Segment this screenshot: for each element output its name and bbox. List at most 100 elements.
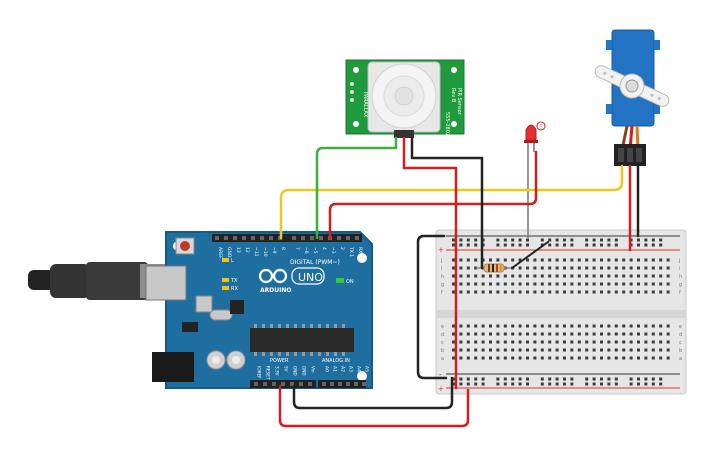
breadboard-hole[interactable] [622, 274, 626, 278]
breadboard-hole[interactable] [533, 258, 537, 262]
breadboard-hole[interactable] [540, 274, 544, 278]
breadboard-hole[interactable] [585, 266, 589, 270]
breadboard-hole[interactable] [511, 258, 515, 262]
rail-hole[interactable] [592, 243, 596, 247]
breadboard-hole[interactable] [503, 258, 507, 262]
breadboard-hole[interactable] [577, 348, 581, 352]
rail-hole[interactable] [600, 243, 603, 247]
breadboard-hole[interactable] [614, 332, 618, 336]
breadboard-hole[interactable] [452, 356, 455, 360]
breadboard-hole[interactable] [511, 332, 515, 336]
rail-hole[interactable] [548, 377, 552, 381]
rail-hole[interactable] [592, 382, 596, 386]
breadboard-hole[interactable] [474, 282, 478, 286]
breadboard-hole[interactable] [474, 274, 478, 278]
rail-hole[interactable] [600, 238, 603, 242]
breadboard-hole[interactable] [518, 274, 522, 278]
breadboard-hole[interactable] [526, 282, 529, 286]
breadboard-hole[interactable] [518, 356, 522, 360]
breadboard-hole[interactable] [651, 282, 655, 286]
breadboard-hole[interactable] [496, 324, 500, 328]
breadboard-hole[interactable] [466, 266, 470, 270]
breadboard-hole[interactable] [614, 282, 618, 286]
rail-hole[interactable] [503, 243, 507, 247]
rail-hole[interactable] [555, 238, 559, 242]
breadboard-hole[interactable] [592, 324, 596, 328]
breadboard-hole[interactable] [540, 356, 544, 360]
breadboard-hole[interactable] [518, 258, 522, 262]
rail-hole[interactable] [585, 238, 589, 242]
breadboard-hole[interactable] [459, 266, 463, 270]
breadboard-hole[interactable] [533, 332, 537, 336]
breadboard-hole[interactable] [622, 266, 626, 270]
breadboard-hole[interactable] [644, 348, 648, 352]
rail-hole[interactable] [540, 382, 544, 386]
breadboard-hole[interactable] [466, 324, 470, 328]
breadboard-hole[interactable] [659, 258, 663, 262]
pir-sensor[interactable]: PIR Sensor Rev B 555-28027 PARALLAX [345, 59, 465, 139]
breadboard-hole[interactable] [629, 348, 633, 352]
breadboard-hole[interactable] [592, 290, 596, 294]
breadboard-hole[interactable] [666, 332, 670, 336]
rail-hole[interactable] [474, 243, 478, 247]
resistor[interactable] [476, 263, 512, 273]
breadboard-hole[interactable] [563, 258, 566, 262]
breadboard-hole[interactable] [607, 348, 611, 352]
rail-hole[interactable] [511, 377, 515, 381]
breadboard-hole[interactable] [659, 282, 663, 286]
breadboard-hole[interactable] [600, 356, 603, 360]
rail-hole[interactable] [659, 243, 663, 247]
rail-hole[interactable] [526, 243, 529, 247]
breadboard-hole[interactable] [511, 324, 515, 328]
breadboard-hole[interactable] [570, 324, 574, 328]
breadboard-hole[interactable] [622, 332, 626, 336]
rail-hole[interactable] [585, 382, 589, 386]
rail-hole[interactable] [511, 243, 515, 247]
breadboard-hole[interactable] [466, 348, 470, 352]
breadboard-hole[interactable] [607, 282, 611, 286]
breadboard-hole[interactable] [548, 324, 552, 328]
breadboard-hole[interactable] [622, 282, 626, 286]
rail-hole[interactable] [548, 382, 552, 386]
breadboard-hole[interactable] [651, 348, 655, 352]
breadboard-hole[interactable] [622, 348, 626, 352]
rail-hole[interactable] [496, 238, 500, 242]
breadboard-hole[interactable] [503, 282, 507, 286]
breadboard-hole[interactable] [637, 332, 640, 336]
breadboard-hole[interactable] [644, 340, 648, 344]
breadboard-hole[interactable] [644, 274, 648, 278]
breadboard-hole[interactable] [474, 356, 478, 360]
breadboard-hole[interactable] [570, 356, 574, 360]
breadboard-hole[interactable] [629, 324, 633, 328]
rail-hole[interactable] [659, 377, 663, 381]
breadboard-hole[interactable] [474, 332, 478, 336]
breadboard-hole[interactable] [511, 340, 515, 344]
breadboard-hole[interactable] [459, 348, 463, 352]
breadboard-hole[interactable] [666, 348, 670, 352]
breadboard-hole[interactable] [503, 348, 507, 352]
breadboard-hole[interactable] [637, 282, 640, 286]
breadboard-hole[interactable] [489, 258, 492, 262]
rail-hole[interactable] [644, 382, 648, 386]
breadboard-hole[interactable] [481, 274, 485, 278]
rail-hole[interactable] [503, 382, 507, 386]
breadboard-hole[interactable] [466, 340, 470, 344]
breadboard-hole[interactable] [518, 266, 522, 270]
breadboard-hole[interactable] [644, 332, 648, 336]
breadboard-hole[interactable] [666, 258, 670, 262]
breadboard-hole[interactable] [474, 290, 478, 294]
breadboard-hole[interactable] [518, 348, 522, 352]
breadboard-hole[interactable] [659, 340, 663, 344]
breadboard-hole[interactable] [518, 290, 522, 294]
breadboard-hole[interactable] [555, 282, 559, 286]
breadboard-hole[interactable] [577, 274, 581, 278]
breadboard-hole[interactable] [622, 356, 626, 360]
rail-hole[interactable] [585, 377, 589, 381]
breadboard-hole[interactable] [555, 348, 559, 352]
breadboard-hole[interactable] [585, 332, 589, 336]
breadboard-hole[interactable] [555, 290, 559, 294]
breadboard-hole[interactable] [452, 324, 455, 328]
rail-hole[interactable] [607, 243, 611, 247]
